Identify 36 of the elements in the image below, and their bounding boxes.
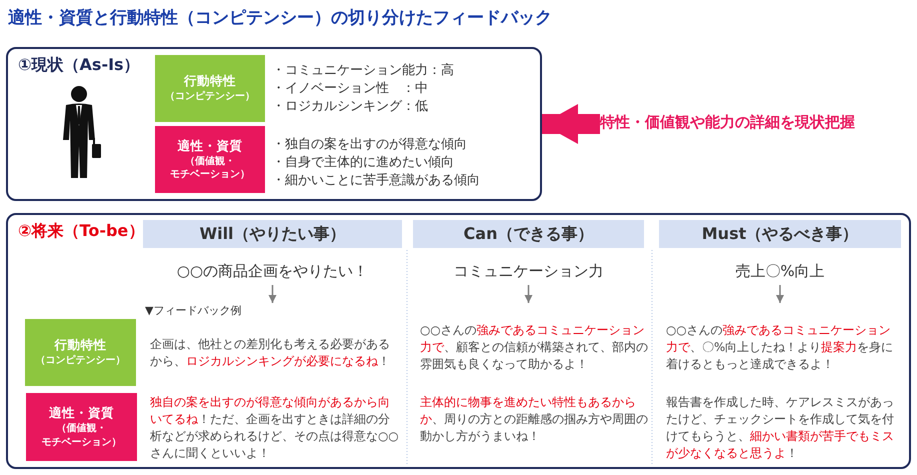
diagram-title: 適性・資質と行動特性（コンピテンシー）の切り分けたフィードバック [8, 7, 552, 29]
section-title: ②将来（To-be） [18, 221, 144, 242]
goal-text: ○○の商品企画をやりたい！ [143, 262, 402, 282]
feedback-text: 主体的に物事を進めたい特性もあるからか、周りの方との距離感の掴み方や周囲の動かし方がうまいね！ [420, 394, 648, 445]
section-title: ①現状（As-Is） [18, 55, 140, 76]
category-box: 行動特性 （コンピテンシー） [25, 319, 136, 386]
column-header [659, 220, 901, 248]
block-arrow [542, 104, 600, 144]
bullet-text: ・ロジカルシンキング：低 [272, 98, 428, 116]
feedback-text: 報告書を作成した時、ケアレスミスがあったけど、チェックシートを作成して気を付けてもらうと、細かい書類が苦手でもミスが少なくなると思うよ！ [666, 394, 895, 462]
bullet-text: ・自身で主体的に進めたい傾向 [272, 154, 454, 172]
category-box: 適性・資質 （価値観・モチベーション） [155, 126, 265, 193]
arrow [776, 285, 784, 303]
feedback-text: ○○さんの強みであるコミュニケーション力で、〇%向上したね！より提案力を身に着けるともっと達成できるよ！ [666, 322, 894, 373]
header-text: Can（できる事） [464, 224, 594, 244]
goal-text: 売上〇%向上 [659, 262, 901, 282]
column-header [413, 220, 644, 248]
section-panel [6, 213, 911, 469]
section-panel [6, 47, 542, 201]
bullet-text: ・独自の案を出すのが得意な傾向 [272, 136, 467, 154]
category-box: 行動特性 （コンピテンシー） [155, 55, 265, 122]
feedback-text: 企画は、他社との差別化も考える必要があるから、ロジカルシンキングが必要になるね！ [150, 336, 391, 370]
header-text: Will（やりたい事） [199, 224, 346, 244]
bullet-text: ・細かいことに苦手意識がある傾向 [272, 172, 480, 190]
feedback-text: 独自の案を出すのが得意な傾向があるから向いてるね！ただ、企画を出すときは詳細の分析などが求められるけど、その点は得意な○○さんに聞くといいよ！ [150, 394, 400, 462]
arrow [524, 285, 532, 303]
section-label: ▼フィードバック例 [145, 303, 242, 319]
arrow [268, 285, 276, 303]
note-text: 特性・価値観や能力の詳細を現状把握 [600, 113, 900, 135]
goal-text: コミュニケーション力 [413, 262, 644, 282]
category-box: 適性・資質 （価値観・モチベーション） [26, 393, 137, 461]
bullet-text: ・イノベーション性 ：中 [272, 80, 428, 98]
column-header [143, 220, 402, 248]
feedback-text: ○○さんの強みであるコミュニケーション力で、顧客との信頼が構築されて、部内の雰囲気も良くなって助かるよ！ [420, 322, 648, 373]
bullet-text: ・コミュニケーション能力：高 [272, 62, 454, 80]
header-text: Must（やるべき事） [702, 224, 858, 244]
